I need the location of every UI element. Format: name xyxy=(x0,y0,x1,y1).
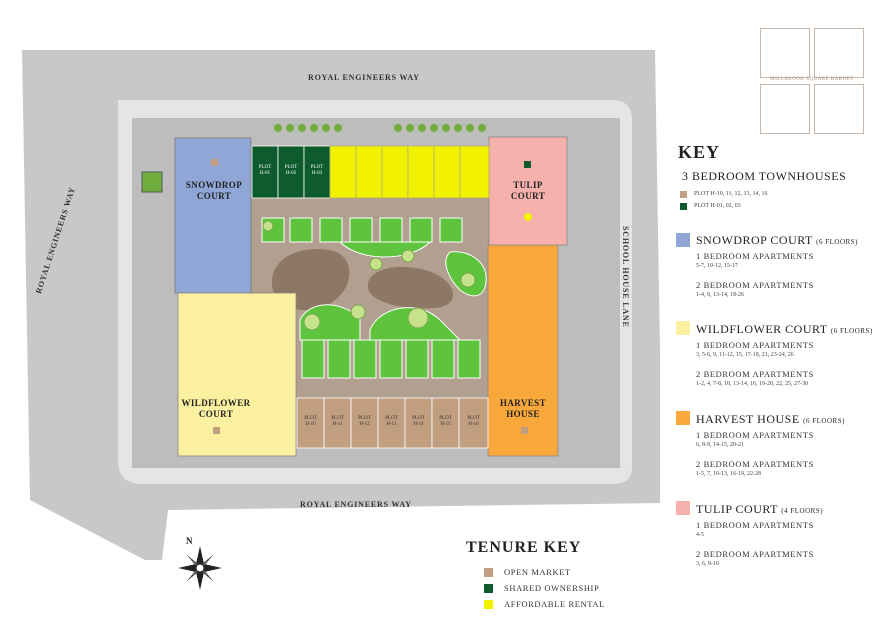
label-snowdrop-court: SNOWDROP COURT xyxy=(185,180,243,201)
harvest-2bed: 2 BEDROOM APARTMENTS xyxy=(696,459,814,469)
harvest-title: HARVEST HOUSE xyxy=(696,412,800,426)
tenure-open-market: OPEN MARKET xyxy=(504,567,571,577)
townhouses-heading: 3 BEDROOM TOWNHOUSES xyxy=(682,169,847,183)
swatch-open-market-plots xyxy=(680,191,687,198)
road-label-right: SCHOOL HOUSE LANE xyxy=(621,226,630,328)
tulip-heading: TULIP COURT (4 FLOORS) xyxy=(696,502,823,517)
plot-label-h01: PLOT H-01 xyxy=(258,165,272,176)
grass-areas xyxy=(261,217,487,379)
snowdrop-2bed-nums: 1-4, 9, 13-14, 18-26 xyxy=(696,292,744,298)
harvest-heading: HARVEST HOUSE (6 FLOORS) xyxy=(696,412,845,427)
harvest-floors: (6 FLOORS) xyxy=(803,417,845,425)
soil-bed-right xyxy=(367,266,454,309)
swatch-harvest xyxy=(676,411,690,425)
swatch-tulip xyxy=(676,501,690,515)
swatch-shared-plots xyxy=(680,203,687,210)
tenure-shared-ownership: SHARED OWNERSHIP xyxy=(504,583,600,593)
plot-label-h03: PLOT H-03 xyxy=(310,165,324,176)
plot-label-h14: PLOT H-14 xyxy=(412,416,425,427)
label-harvest-house: HARVEST HOUSE xyxy=(500,398,546,419)
swatch-snowdrop xyxy=(676,233,690,247)
snowdrop-floors: (6 FLOORS) xyxy=(816,238,858,246)
snowdrop-2bed: 2 BEDROOM APARTMENTS xyxy=(696,280,814,290)
key-title: KEY xyxy=(678,142,721,162)
townhouses-open-market-plots: PLOT H-10, 11, 12, 13, 14, 16 xyxy=(694,191,768,197)
plots-open-market xyxy=(296,397,489,449)
townhouses-shared-plots: PLOT H-01, 02, 03 xyxy=(694,203,741,209)
label-wildflower-court: WILDFLOWER COURT xyxy=(181,398,251,419)
plots-affordable xyxy=(329,145,490,199)
label-tulip-court: TULIP COURT xyxy=(510,180,546,201)
wildflower-1bed: 1 BEDROOM APARTMENTS xyxy=(696,340,814,350)
plots-shared xyxy=(251,145,331,199)
tenure-key-title: TENURE KEY xyxy=(466,539,582,556)
swatch-shared-ownership xyxy=(484,584,493,593)
harvest-1bed: 1 BEDROOM APARTMENTS xyxy=(696,430,814,440)
plot-label-h15: PLOT H-15 xyxy=(439,416,452,427)
snowdrop-marker xyxy=(211,159,218,166)
compass-north-label: N xyxy=(186,536,193,546)
tulip-1bed-nums: 4-5 xyxy=(696,532,704,538)
wildflower-marker xyxy=(213,427,220,434)
road-label-top: ROYAL ENGINEERS WAY xyxy=(308,73,420,82)
compass-rose xyxy=(178,546,222,590)
plot-label-h02: PLOT H-02 xyxy=(284,165,298,176)
wildflower-court xyxy=(177,292,297,457)
harvest-marker xyxy=(521,427,528,434)
swatch-open-market xyxy=(484,568,493,577)
tulip-floors: (4 FLOORS) xyxy=(781,507,824,515)
road-label-bottom: ROYAL ENGINEERS WAY xyxy=(300,500,412,509)
tulip-marker xyxy=(524,161,531,168)
swatch-affordable-rental xyxy=(484,600,493,609)
wildflower-heading: WILDFLOWER COURT (6 FLOORS) xyxy=(696,322,873,337)
harvest-1bed-nums: 6, 8-9, 14-15, 20-21 xyxy=(696,442,744,448)
development-logo: MILLBROOK SQUARE BARNET xyxy=(760,28,864,134)
tulip-2bed: 2 BEDROOM APARTMENTS xyxy=(696,549,814,559)
tulip-title: TULIP COURT xyxy=(696,502,778,516)
wildflower-2bed: 2 BEDROOM APARTMENTS xyxy=(696,369,814,379)
plot-label-h13: PLOT H-13 xyxy=(385,416,398,427)
hedge-box-left xyxy=(141,171,163,193)
harvest-2bed-nums: 1-5, 7, 10-13, 16-19, 22-28 xyxy=(696,471,761,477)
snowdrop-title: SNOWDROP COURT xyxy=(696,233,813,247)
tulip-affordable-marker xyxy=(524,213,532,221)
plot-label-h16: PLOT H-16 xyxy=(467,416,480,427)
trees xyxy=(262,220,476,331)
tenure-affordable-rental: AFFORDABLE RENTAL xyxy=(504,599,605,609)
site-map xyxy=(22,50,660,590)
tulip-court xyxy=(488,136,568,246)
plot-label-h10: PLOT H-10 xyxy=(304,416,317,427)
snowdrop-1bed-nums: 5-7, 10-12, 15-17 xyxy=(696,263,738,269)
plot-label-h12: PLOT H-12 xyxy=(358,416,371,427)
snowdrop-heading: SNOWDROP COURT (6 FLOORS) xyxy=(696,233,858,248)
wildflower-2bed-nums: 1-2, 4, 7-8, 10, 13-14, 16, 19-20, 22, 2… xyxy=(696,381,808,387)
plot-label-h11: PLOT H-11 xyxy=(331,416,344,427)
wildflower-title: WILDFLOWER COURT xyxy=(696,322,828,336)
snowdrop-1bed: 1 BEDROOM APARTMENTS xyxy=(696,251,814,261)
hedge-rows xyxy=(274,124,486,132)
wildflower-floors: (6 FLOORS) xyxy=(830,327,873,335)
swatch-wildflower xyxy=(676,321,690,335)
tulip-2bed-nums: 3, 6, 9-10 xyxy=(696,561,719,567)
tulip-1bed: 1 BEDROOM APARTMENTS xyxy=(696,520,814,530)
wildflower-1bed-nums: 3, 5-6, 9, 11-12, 15, 17-18, 21, 23-24, … xyxy=(696,352,794,358)
logo-text: MILLBROOK SQUARE BARNET xyxy=(770,77,854,82)
harvest-house xyxy=(487,244,559,457)
